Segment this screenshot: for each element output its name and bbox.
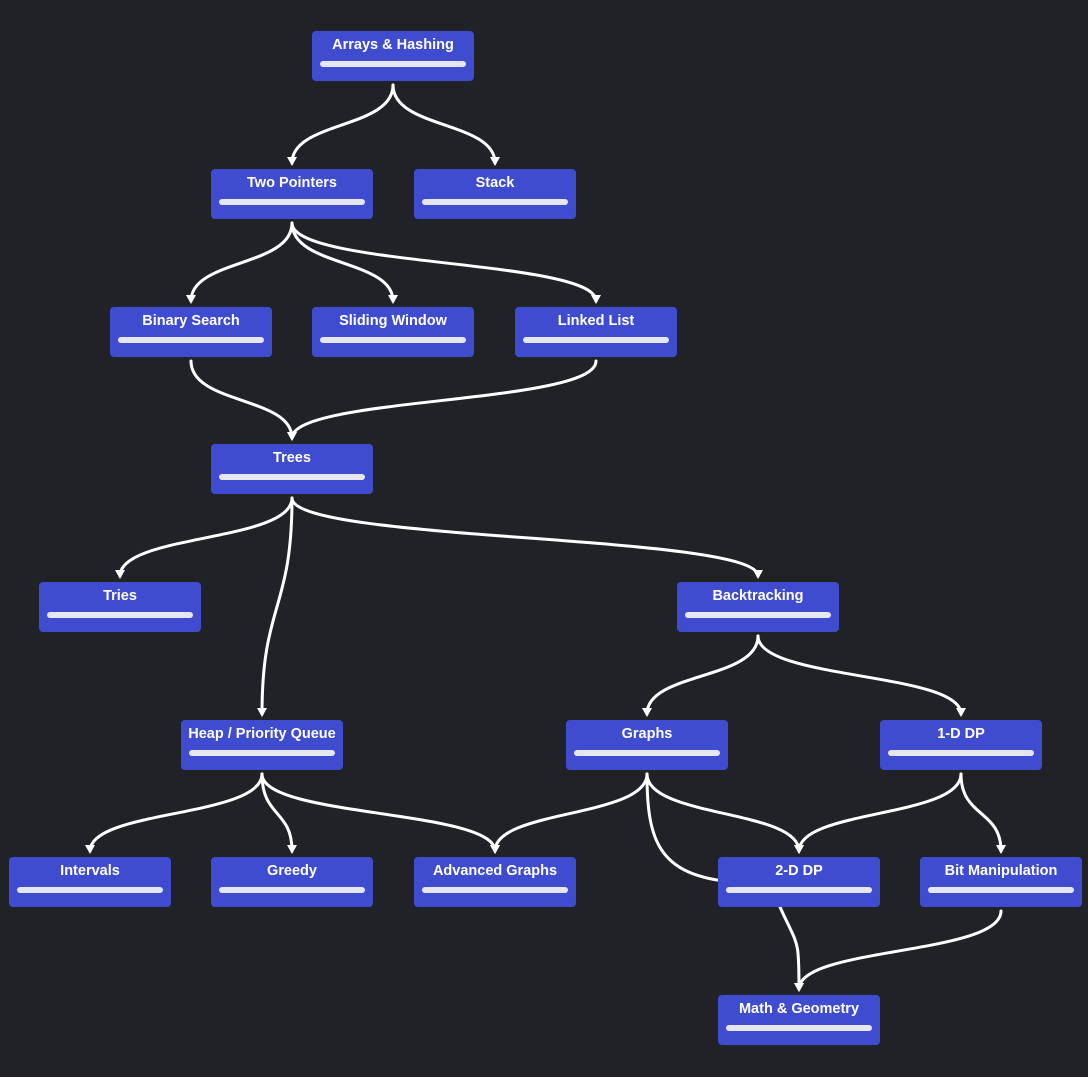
edge-trees-to-backtracking: [290, 496, 763, 579]
topic-label: Math & Geometry: [738, 1001, 860, 1017]
topic-label: Tries: [103, 588, 137, 604]
edge-bit-manipulation-to-math-geometry: [794, 909, 1003, 992]
edge-linked-list-to-trees: [287, 359, 598, 441]
edge-binary-search-to-trees: [189, 359, 297, 441]
topic-node-linked-list[interactable]: Linked List: [515, 307, 677, 357]
progress-bar: [219, 199, 365, 205]
edge-arrays-hashing-to-two-pointers: [287, 83, 395, 166]
edge-trees-to-tries: [115, 496, 294, 579]
topic-node-one-d-dp[interactable]: 1-D DP: [880, 720, 1042, 770]
progress-bar: [219, 887, 365, 893]
topic-node-arrays-hashing[interactable]: Arrays & Hashing: [312, 31, 474, 81]
progress-bar: [320, 337, 466, 343]
progress-bar: [726, 887, 872, 893]
edge-graphs-to-two-d-dp: [645, 772, 804, 854]
topic-label: Arrays & Hashing: [332, 37, 454, 53]
topic-label: Backtracking: [712, 588, 804, 604]
edge-two-pointers-to-binary-search: [186, 221, 294, 304]
topic-node-advanced-graphs[interactable]: Advanced Graphs: [414, 857, 576, 907]
edge-two-pointers-to-sliding-window: [290, 221, 398, 304]
edge-heap-priority-queue-to-greedy: [260, 772, 297, 854]
edge-heap-priority-queue-to-intervals: [85, 772, 264, 854]
topic-label: 2-D DP: [775, 863, 823, 879]
progress-bar: [219, 474, 365, 480]
progress-bar: [422, 199, 568, 205]
topic-node-greedy[interactable]: Greedy: [211, 857, 373, 907]
topic-node-two-pointers[interactable]: Two Pointers: [211, 169, 373, 219]
edge-graphs-to-math-geometry: [645, 772, 719, 882]
topic-node-two-d-dp[interactable]: 2-D DP: [718, 857, 880, 907]
topic-label: Trees: [273, 450, 311, 466]
topic-node-sliding-window[interactable]: Sliding Window: [312, 307, 474, 357]
edge-two-d-dp-to-math-geometry: [778, 905, 804, 992]
topic-label: Sliding Window: [339, 313, 447, 329]
edge-backtracking-to-one-d-dp: [756, 634, 966, 717]
topic-label: Greedy: [267, 863, 317, 879]
progress-bar: [189, 750, 335, 756]
topic-label: Stack: [475, 175, 515, 191]
edge-two-pointers-to-linked-list: [290, 221, 601, 304]
progress-bar: [523, 337, 669, 343]
topic-label: Binary Search: [142, 313, 240, 329]
topic-label: Heap / Priority Queue: [188, 726, 336, 742]
progress-bar: [928, 887, 1074, 893]
topic-label: Linked List: [557, 313, 635, 329]
topic-node-binary-search[interactable]: Binary Search: [110, 307, 272, 357]
edge-arrays-hashing-to-stack: [391, 83, 500, 166]
progress-bar: [47, 612, 193, 618]
progress-bar: [888, 750, 1034, 756]
topic-node-heap-priority-queue[interactable]: Heap / Priority Queue: [181, 720, 343, 770]
progress-bar: [726, 1025, 872, 1031]
topic-node-intervals[interactable]: Intervals: [9, 857, 171, 907]
topic-label: Two Pointers: [247, 175, 337, 191]
progress-bar: [422, 887, 568, 893]
topic-node-tries[interactable]: Tries: [39, 582, 201, 632]
topic-node-backtracking[interactable]: Backtracking: [677, 582, 839, 632]
progress-bar: [574, 750, 720, 756]
topic-label: Intervals: [60, 863, 120, 879]
topic-node-graphs[interactable]: Graphs: [566, 720, 728, 770]
topic-node-trees[interactable]: Trees: [211, 444, 373, 494]
progress-bar: [685, 612, 831, 618]
topic-label: 1-D DP: [937, 726, 985, 742]
topic-label: Bit Manipulation: [944, 863, 1058, 879]
progress-bar: [320, 61, 466, 67]
edge-heap-priority-queue-to-advanced-graphs: [260, 772, 500, 854]
edge-backtracking-to-graphs: [642, 634, 760, 717]
topic-node-stack[interactable]: Stack: [414, 169, 576, 219]
topic-node-bit-manipulation[interactable]: Bit Manipulation: [920, 857, 1082, 907]
edge-one-d-dp-to-two-d-dp: [794, 772, 963, 854]
topic-node-math-geometry[interactable]: Math & Geometry: [718, 995, 880, 1045]
progress-bar: [17, 887, 163, 893]
edge-one-d-dp-to-bit-manipulation: [959, 772, 1006, 854]
edge-graphs-to-advanced-graphs: [490, 772, 649, 854]
progress-bar: [118, 337, 264, 343]
topic-label: Advanced Graphs: [432, 863, 558, 879]
topic-label: Graphs: [621, 726, 673, 742]
edge-trees-to-heap-priority-queue: [257, 496, 294, 717]
